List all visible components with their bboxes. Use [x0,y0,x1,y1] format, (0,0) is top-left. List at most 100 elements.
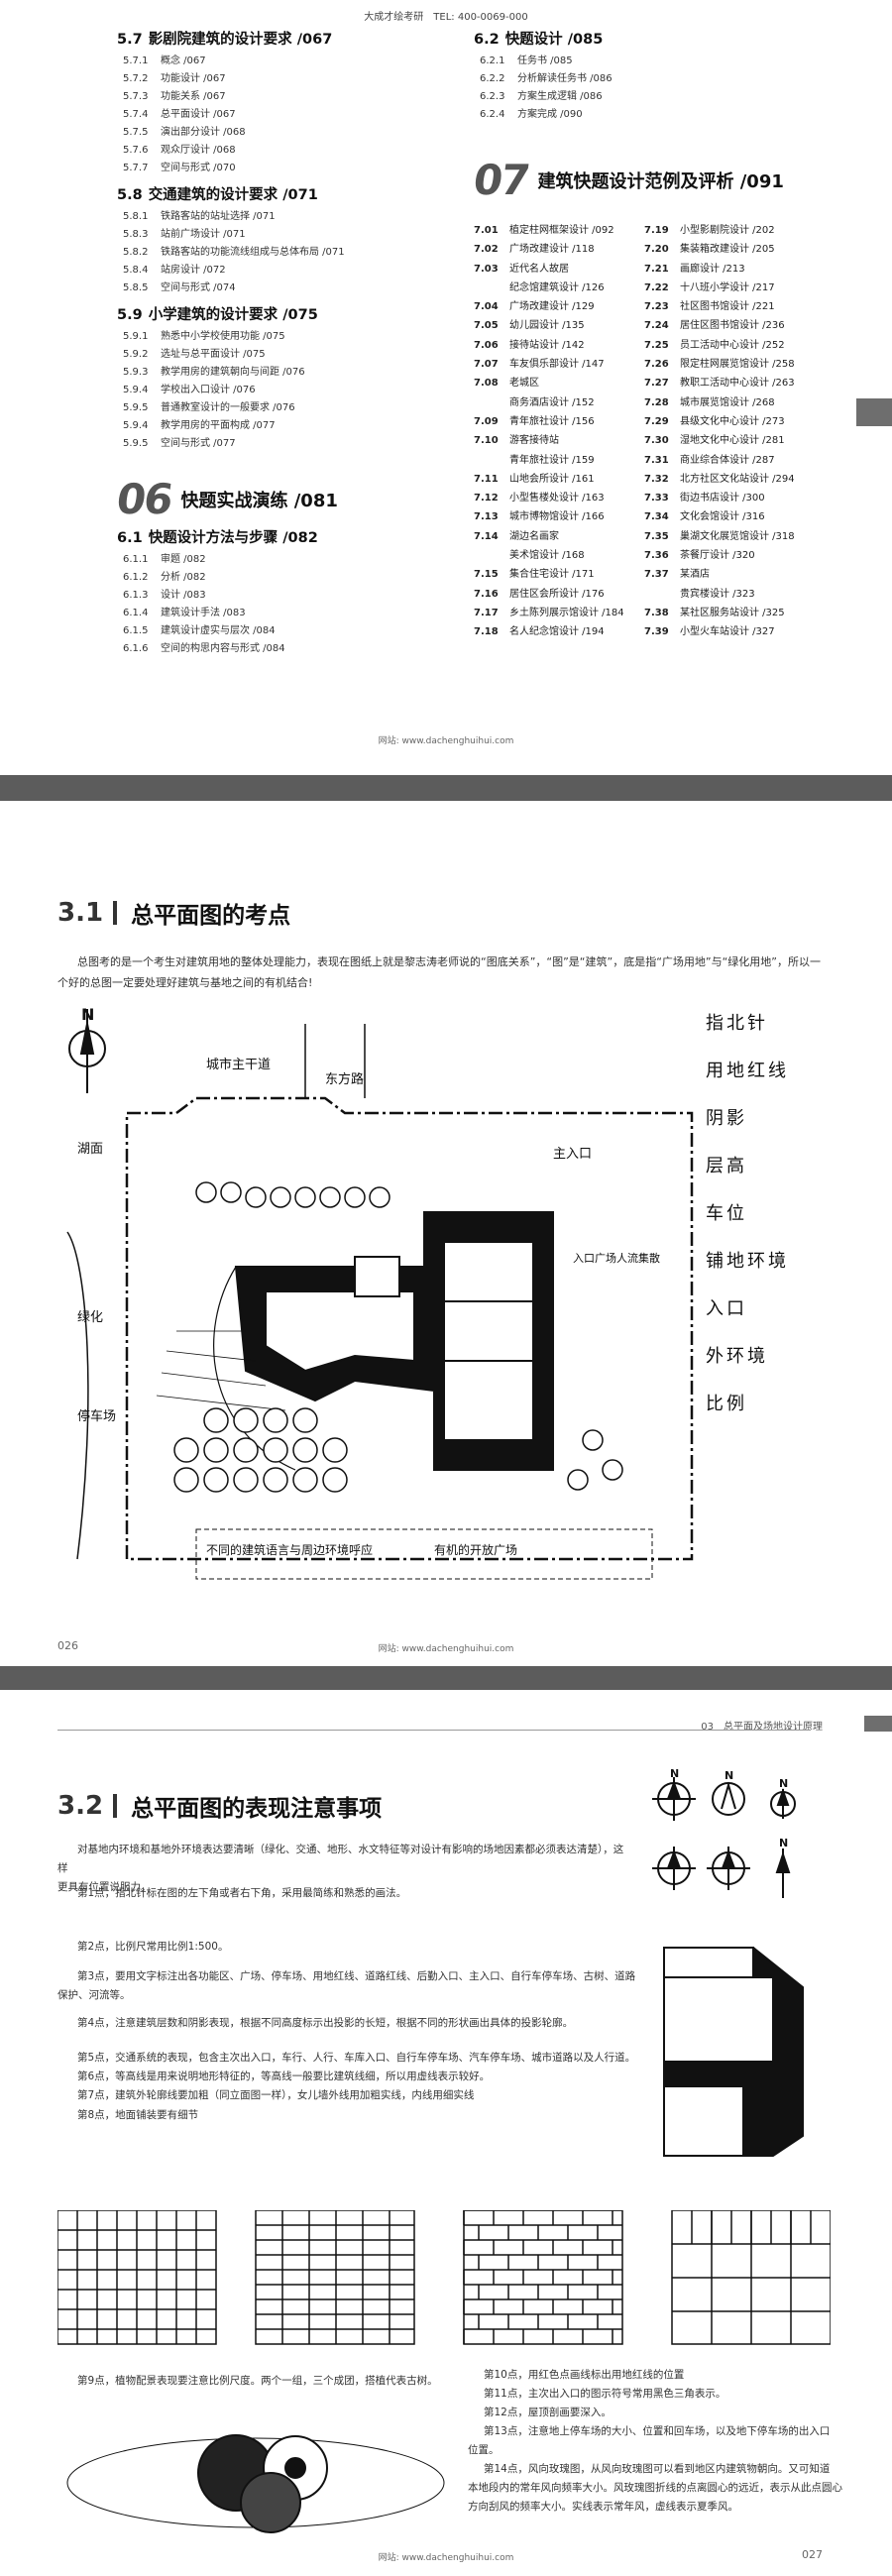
item-title: 铁路客站的站址选择 /071 [161,211,276,222]
example-title: 商务酒店设计 /152 [509,396,595,408]
item-title: 空间与形式 /074 [161,282,236,293]
toc-item: 5.7.7 空间与形式 /070 [117,160,345,177]
note-point: 第5点，交通系统的表现，包含主次出入口，车行、人行、车库入口、自行车停车场、汽车… [77,2052,636,2064]
example-number: 7.04 [474,301,499,313]
chapter-07-heading: 07 建筑快题设计范例及评析 /091 [470,156,801,204]
example-title: 车友俱乐部设计 /147 [509,359,605,371]
site-plan-sketch: N 湖面 城市主干道 东方路 主入口 绿化 停车场 入口广场人流集散 不同的建筑… [66,1005,694,1580]
site-plan-notes-page: 03 总平面及场地设计原理 3.2 总平面图的表现注意事项 N N N N 对基… [0,1690,892,2576]
example-title: 十八班小学设计 /217 [680,281,775,293]
shadow-sketch [663,1947,804,2157]
example-title: 社区图书馆设计 /221 [680,301,775,313]
example-number: 7.02 [474,244,499,256]
example-title: 湿地文化中心设计 /281 [680,435,785,447]
example-number: 7.09 [474,415,499,427]
heading-bar [113,1794,118,1818]
checklist-label: 外环境 [706,1346,768,1367]
item-title: 学校出入口设计 /076 [161,385,256,395]
item-number: 5.8.1 [123,211,149,222]
example-title: 北方社区文化站设计 /294 [680,473,795,485]
page-number: 027 [802,2548,823,2561]
page-number: 026 [57,1639,78,1652]
example-title: 名人纪念馆设计 /194 [509,626,605,638]
note-point: 第11点，主次出入口的图示符号常用黑色三角表示。 [484,2388,726,2400]
example-item: 纪念馆建筑设计 /126 [474,279,630,297]
sketch-note-1: 入口广场人流集散 [573,1251,660,1265]
item-number: 5.8.3 [123,229,149,240]
svg-text:N: N [670,1769,679,1780]
item-number: 5.7.7 [123,163,149,173]
example-number: 7.25 [644,339,669,351]
road-label-2: 东方路 [325,1071,364,1087]
chapter-title: 建筑快题设计范例及评析 /091 [537,171,784,192]
item-title: 空间与形式 /070 [161,163,236,173]
example-item: 贵宾楼设计 /323 [644,585,801,604]
example-title: 教职工活动中心设计 /263 [680,378,795,390]
section-number: 6.1 [117,530,143,546]
lake-label: 湖面 [77,1142,103,1157]
example-title: 县级文化中心设计 /273 [680,415,785,427]
item-title: 空间的构思内容与形式 /084 [161,643,285,654]
example-number: 7.13 [474,511,499,523]
example-number: 7.16 [474,588,499,600]
example-title: 街边书店设计 /300 [680,493,765,504]
example-item: 美术馆设计 /168 [474,546,630,565]
section-title: 总平面图的考点 [131,903,291,929]
note-point: 第12点，屋顶剖画要深入。 [484,2407,612,2418]
example-title: 居住区会所设计 /176 [509,588,605,600]
chapter-number: 07 [470,156,531,204]
note-point: 第8点，地面铺装要有细节 [77,2109,199,2121]
item-number: 5.7.4 [123,109,149,120]
item-number: 5.8.5 [123,282,149,293]
example-title: 接待站设计 /142 [509,339,585,351]
example-item: 商务酒店设计 /152 [474,393,630,412]
note-point: 保护、河流等。 [57,1989,131,2001]
item-title: 站前广场设计 /071 [161,229,246,240]
checklist-label: 入口 [706,1298,747,1319]
example-title: 青年旅社设计 /159 [509,454,595,466]
example-number: 7.30 [644,435,669,447]
section-heading: 3.2 总平面图的表现注意事项 [57,1789,382,1823]
chapter-title: 快题实战演练 /081 [180,491,338,511]
example-number: 7.24 [644,320,669,332]
section-title: 快题设计 /085 [504,32,604,48]
checklist-label: 车位 [706,1203,747,1224]
heading-bar [113,901,118,925]
example-title: 画廊设计 /213 [680,263,745,275]
example-number: 7.05 [474,320,499,332]
page-footer: 网站: www.dachenghuihui.com [378,2553,514,2563]
item-number: 5.8.2 [123,247,149,258]
item-title: 分析解读任务书 /086 [517,73,613,84]
item-number: 6.1.5 [123,625,149,636]
checklist-label: 阴影 [706,1108,747,1129]
item-number: 5.7.5 [123,127,149,138]
note-point: 第3点，要用文字标注出各功能区、广场、停车场、用地红线、道路红线、后勤入口、主入… [77,1970,636,1982]
example-number: 7.35 [644,530,669,542]
item-number: 5.8.4 [123,265,149,276]
item-number: 6.1.2 [123,572,149,583]
